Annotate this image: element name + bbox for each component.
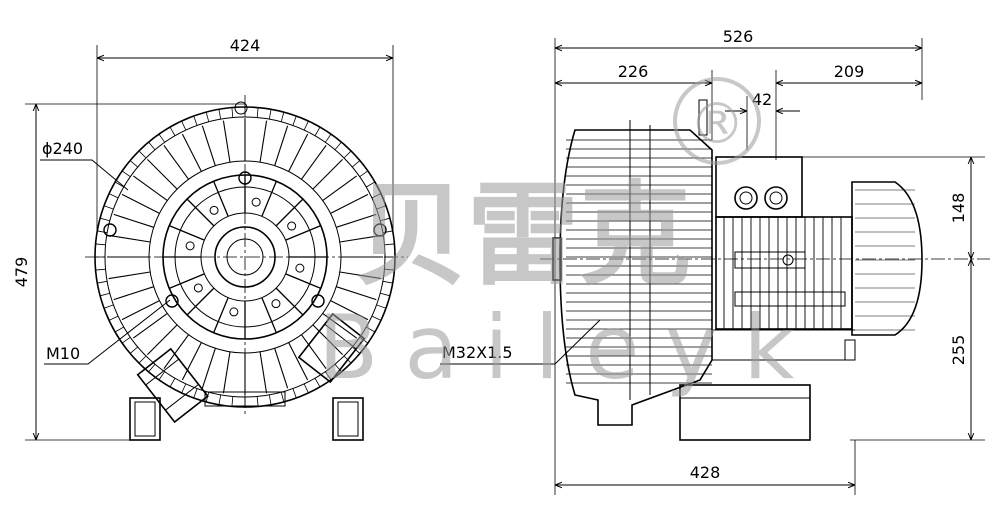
dim-label-226: 226	[618, 62, 649, 81]
registered-mark-icon	[673, 77, 761, 165]
dim-label-479: 479	[12, 257, 31, 288]
dim-label-209: 209	[834, 62, 865, 81]
side-view: 526 226 209 42 148 255 428	[440, 27, 990, 495]
dim-label-424: 424	[230, 36, 261, 55]
leader-m32	[440, 319, 601, 365]
watermark-cn: 贝雷克	[355, 171, 691, 301]
dim-label-phi240: ϕ240	[42, 139, 83, 158]
dim-label-255: 255	[949, 335, 968, 366]
leader-m10	[44, 299, 171, 365]
watermark: 贝雷克 Baileyk ®	[318, 77, 820, 399]
dim-label-m10: M10	[46, 344, 80, 363]
watermark-registered: ®	[689, 92, 745, 157]
dim-label-526: 526	[723, 27, 754, 46]
watermark-en: Baileyk	[318, 296, 820, 399]
dim-label-148: 148	[949, 193, 968, 224]
dim-label-m32: M32X1.5	[442, 343, 513, 362]
dim-label-428: 428	[690, 463, 721, 482]
leader-phi240	[40, 159, 129, 191]
front-view: 424 479	[12, 36, 408, 441]
